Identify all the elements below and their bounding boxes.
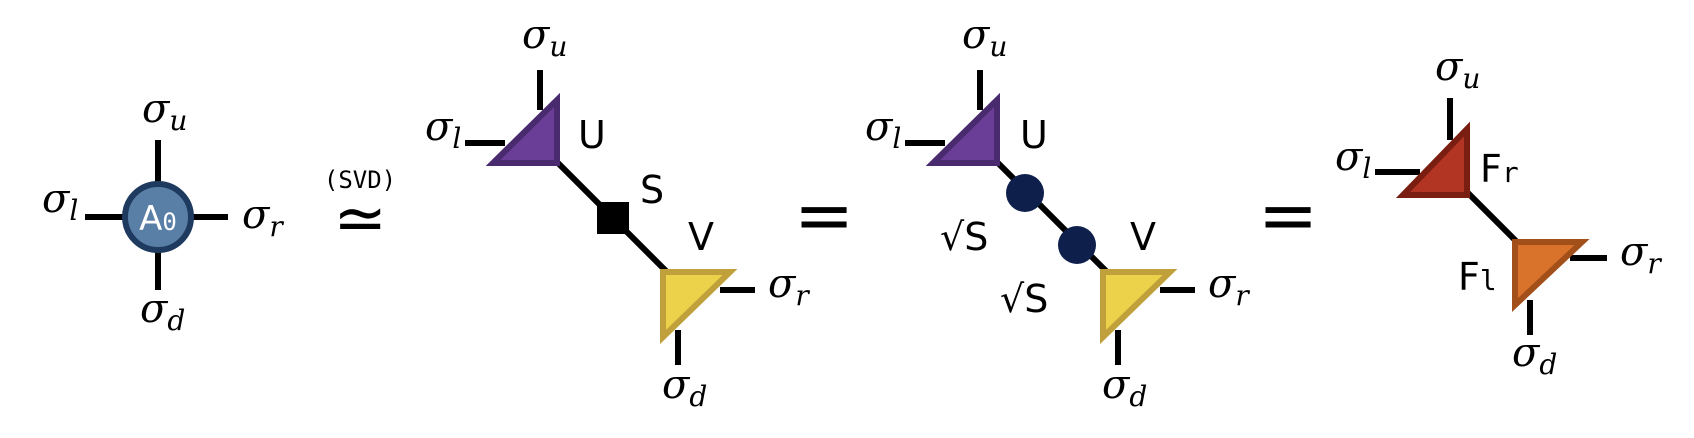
panel-usv: U S V σu σl σr σd: [425, 12, 810, 413]
a0-label-sigma-l: σl: [42, 176, 78, 227]
s-tensor-square: [597, 202, 629, 234]
s-label: S: [640, 168, 664, 212]
usv-label-sigma-d: σd: [662, 362, 707, 413]
u-label: U: [578, 113, 606, 157]
panel-u-sqrts-v: U √S √S V σu σl σr σd: [865, 12, 1250, 413]
fr-fl-label-sigma-l: σl: [1335, 134, 1371, 185]
u-sqrts-v-bond: [992, 157, 1113, 278]
v2-label: V: [1130, 215, 1156, 259]
sqrt-s-node-1: [1006, 174, 1044, 212]
u2-tensor-triangle: [925, 92, 1000, 166]
usv-label-sigma-r: σr: [768, 261, 810, 312]
sqrt-s-node-2: [1058, 226, 1096, 264]
fl-tensor-triangle: [1512, 239, 1590, 312]
fr-fl-label-sigma-d: σd: [1512, 330, 1557, 381]
equals-sign-1: =: [794, 173, 854, 257]
a0-tensor-label: A0: [139, 199, 177, 239]
v-label: V: [688, 215, 714, 259]
a0-label-sigma-u: σu: [142, 86, 187, 137]
v-tensor-triangle: [660, 269, 738, 345]
a0-label-sigma-r: σr: [242, 192, 284, 243]
panel-fr-fl: Fr Fl σu σl σr σd: [1335, 44, 1662, 381]
a0-label-sigma-d: σd: [140, 286, 185, 337]
usv-label-sigma-l: σl: [425, 104, 461, 155]
fr-fl-label-sigma-u: σu: [1435, 44, 1480, 95]
fr-fl-label-sigma-r: σr: [1620, 229, 1662, 280]
approx-symbol: ≃: [333, 182, 387, 256]
fr-tensor-triangle: [1395, 121, 1470, 198]
u-tensor-triangle: [485, 92, 560, 166]
u-sqrts-v-label-sigma-r: σr: [1208, 261, 1250, 312]
usv-label-sigma-u: σu: [522, 12, 567, 63]
sqrt-s-label-2: √S: [1000, 277, 1048, 321]
panel-a0: A0 σu σl σr σd: [42, 86, 284, 337]
svd-label: (SVD): [324, 166, 396, 194]
sqrt-s-label-1: √S: [940, 215, 988, 259]
u-sqrts-v-label-sigma-l: σl: [865, 104, 901, 155]
v2-tensor-triangle: [1100, 269, 1178, 345]
fl-label: Fl: [1458, 255, 1497, 299]
u2-label: U: [1020, 113, 1048, 157]
u-sqrts-v-label-sigma-d: σd: [1102, 362, 1147, 413]
u-sqrts-v-label-sigma-u: σu: [962, 12, 1007, 63]
equals-sign-2: =: [1258, 173, 1318, 257]
svd-approx-operator: (SVD) ≃: [324, 166, 396, 256]
a0-tensor-node: [122, 181, 194, 253]
fr-label: Fr: [1480, 147, 1519, 191]
